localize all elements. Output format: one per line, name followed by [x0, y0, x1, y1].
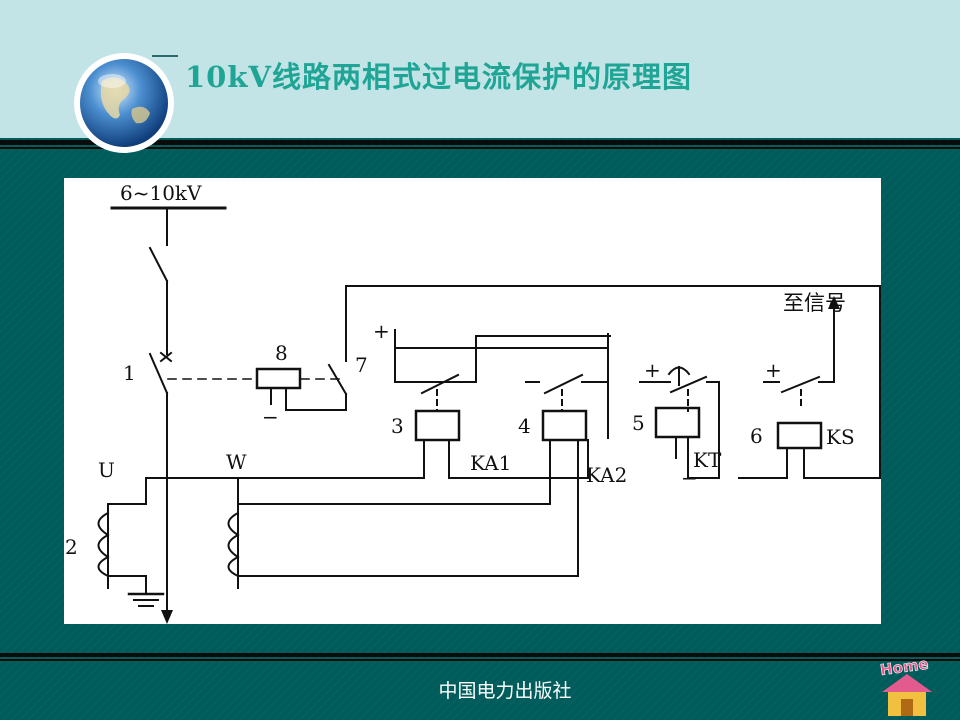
minus-coil-label: −: [262, 405, 279, 429]
plus-kt-label: +: [644, 358, 661, 382]
footer-divider-thin: [0, 659, 960, 661]
ka1-label: KA1: [470, 451, 511, 475]
aux-contact-label: 7: [355, 353, 368, 377]
protection-schematic: 6~10kV 1 2 U W 8 7 3 4 5 6 KA1 KA2 KT KS…: [65, 181, 881, 624]
publisher-footer: 中国电力出版社: [438, 680, 572, 702]
relay5-label: 5: [632, 411, 645, 435]
home-button[interactable]: Home: [874, 655, 940, 717]
plus-ks-label: +: [765, 358, 782, 382]
trip-coil-label: 8: [275, 341, 288, 365]
home-door-icon: [901, 699, 913, 716]
minus-kt-label: −: [681, 466, 698, 490]
ct-label: 2: [65, 535, 78, 559]
relay4-label: 4: [518, 414, 531, 438]
bus-voltage-label: 6~10kV: [120, 181, 202, 205]
feeder-arrow: [161, 610, 173, 624]
schematic-panel: 6~10kV 1 2 U W 8 7 3 4 5 6 KA1 KA2 KT KS…: [64, 178, 881, 624]
breaker-label: 1: [123, 361, 136, 385]
signal-arrow: [828, 296, 840, 309]
home-roof-icon: [882, 674, 932, 692]
header-divider: [0, 140, 960, 145]
kt-label: KT: [693, 448, 722, 472]
phase-u-label: U: [98, 458, 115, 482]
phase-w-label: W: [226, 450, 247, 474]
header-divider-thin: [0, 147, 960, 149]
globe-icon: [74, 53, 174, 153]
home-label: Home: [879, 655, 930, 679]
relay3-label: 3: [391, 414, 404, 438]
slide-title: 10kV线路两相式过电流保护的原理图: [185, 60, 692, 94]
title-dash: [152, 55, 178, 57]
signal-label: 至信号: [783, 291, 846, 315]
relay6-label: 6: [750, 424, 763, 448]
ks-label: KS: [826, 425, 855, 449]
ka2-label: KA2: [586, 463, 627, 487]
plus-ka-label: +: [373, 319, 390, 343]
footer-divider: [0, 653, 960, 657]
